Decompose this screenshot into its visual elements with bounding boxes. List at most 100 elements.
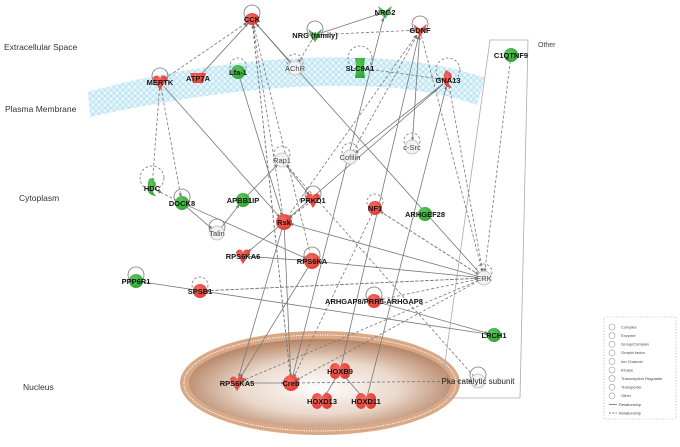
node-nrg2[interactable]: NRG2 <box>375 6 396 19</box>
edge-hoxb9-to-hoxd13 <box>324 375 338 397</box>
complex-shape-icon <box>287 60 303 76</box>
node-label: LRCH1 <box>481 331 506 340</box>
node-hoxb9[interactable]: HOXB9 <box>327 363 353 379</box>
enzyme-shape-icon <box>147 178 156 196</box>
node-label: Cofilin <box>340 153 361 162</box>
edge-hoxd11-to-gna13 <box>367 85 448 396</box>
node-label: Rsk <box>277 218 292 227</box>
node-hdc[interactable]: HDC <box>144 178 161 196</box>
node-label: PPP6R1 <box>122 277 151 286</box>
edge-hoxb9-to-gdnf <box>340 35 420 366</box>
legend-item-enzyme: Enzyme <box>608 332 636 339</box>
node-slc9a1[interactable]: SLC9A1 <box>346 58 375 78</box>
node-csrc[interactable]: c-Src <box>403 139 421 155</box>
edge-creb-to-nrg2 <box>292 17 385 378</box>
node-erk[interactable]: ERK <box>476 270 492 286</box>
edge-erk-to-nf1 <box>379 210 480 276</box>
legend-label: Relationship <box>619 410 642 415</box>
node-talin[interactable]: Talin <box>209 225 225 241</box>
node-rsk[interactable]: Rsk <box>276 214 292 230</box>
node-label: NRG (family) <box>292 31 338 40</box>
layer-label-cytoplasm: Cytoplasm <box>19 193 59 203</box>
node-rps6ka[interactable]: RPS6KA <box>297 253 328 269</box>
node-achr[interactable]: AChR <box>285 60 306 76</box>
group-shape-icon <box>304 253 320 269</box>
edge-mertk-to-rsk <box>163 86 281 218</box>
node-ppp6r1[interactable]: PPP6R1 <box>122 274 151 288</box>
growth-factor-icon <box>608 349 616 357</box>
node-arhgef28[interactable]: ARHGEF28 <box>405 207 445 221</box>
self-loop-rap1 <box>273 145 291 163</box>
node-nrg[interactable]: NRG (family) <box>292 29 338 42</box>
node-atp7a[interactable]: ATP7A <box>186 73 211 83</box>
node-mertk[interactable]: MERTK <box>147 75 174 90</box>
node-cofilin[interactable]: Cofilin <box>340 149 361 165</box>
legend-item-kinase: Kinase <box>608 366 634 374</box>
node-apbb1ip[interactable]: APBB1IP <box>227 193 260 207</box>
edge-erk-to-rps6ka <box>317 260 479 278</box>
node-rps6ka5[interactable]: RPS6KA5 <box>220 376 255 391</box>
node-gdnf[interactable]: GDNF <box>409 24 431 37</box>
node-label: ERK <box>476 274 491 283</box>
other-region: Other <box>439 39 556 399</box>
edge-apbb1ip-to-rap1 <box>246 164 279 196</box>
kinase-shape-icon <box>306 193 320 208</box>
node-prkd1[interactable]: PRKD1 <box>300 193 326 208</box>
edge-spsb1-to-erk <box>205 276 479 292</box>
legend-item-group: Group/Complex <box>608 340 649 348</box>
edge-lfa1-to-rsk <box>239 77 283 217</box>
edge-atp7a-to-cck <box>201 23 249 74</box>
group-shape-icon <box>342 149 358 165</box>
edge-mertk-to-hdc <box>151 87 160 183</box>
other-region-label: Other <box>538 42 556 49</box>
kinase-shape-icon <box>236 249 250 264</box>
node-arhgap8[interactable]: ARHGAP8/PRR5-ARHGAP8 <box>325 294 423 308</box>
node-label: GNA13 <box>435 76 460 85</box>
node-label: NRG2 <box>375 8 396 17</box>
edge-dock8-to-rps6ka <box>187 205 307 259</box>
node-label: PRKD1 <box>300 196 325 205</box>
growth-factor-shape-icon <box>308 29 322 42</box>
node-nf1[interactable]: NF1 <box>368 201 382 215</box>
edge-rsk-to-rps6ka5 <box>238 227 283 378</box>
edge-achr-to-cck <box>255 23 292 64</box>
edges-layer <box>141 13 511 397</box>
group-shape-icon <box>283 375 299 391</box>
edge-erk-to-arhgap8 <box>379 278 479 301</box>
node-spsb1[interactable]: SPSB1 <box>188 284 213 298</box>
node-cck[interactable]: CCK <box>244 13 261 25</box>
layer-label-extracellular: Extracellular Space <box>4 42 78 52</box>
edge-mertk-to-cck <box>164 22 248 79</box>
edge-nrg-to-gdnf <box>320 28 415 36</box>
node-label: AChR <box>285 64 306 73</box>
node-creb[interactable]: Creb <box>282 375 300 391</box>
other-shape-icon <box>504 48 518 62</box>
edge-nrg-to-nrg2 <box>320 13 380 34</box>
node-rap1[interactable]: Rap1 <box>273 152 291 168</box>
legend-item-solid-line: Relationship <box>609 402 642 407</box>
legend-label: Enzyme <box>621 333 636 338</box>
transporter-shape-icon <box>190 73 206 83</box>
node-rps6ka6[interactable]: RPS6KA6 <box>226 249 261 264</box>
legend-item-dashed-line: Relationship <box>609 410 642 415</box>
node-label: SPSB1 <box>188 287 213 296</box>
node-gna13[interactable]: GNA13 <box>435 70 461 88</box>
node-lrch1[interactable]: LRCH1 <box>481 328 507 342</box>
self-loop-cofilin <box>341 142 359 160</box>
edge-erk-to-rsk <box>289 223 479 277</box>
group-icon <box>608 340 616 348</box>
node-hoxd13[interactable]: HOXD13 <box>307 393 337 409</box>
edge-creb-to-pka <box>296 379 473 384</box>
edge-rsk-to-cck <box>251 24 284 217</box>
node-lfa1[interactable]: Lfa-1 <box>229 65 247 79</box>
node-c1qtnf9[interactable]: C1QTNF9 <box>494 48 528 62</box>
node-hoxd11[interactable]: HOXD11 <box>351 393 381 409</box>
node-dock8[interactable]: DOCK8 <box>169 196 195 210</box>
legend-item-ion-channel: Ion Channel <box>608 358 643 365</box>
edge-mertk-to-dock8 <box>160 87 182 198</box>
node-label: CCK <box>244 15 261 24</box>
edge-dock8-to-hdc <box>157 190 177 201</box>
node-pka[interactable]: Pka catalytic subunit <box>442 373 516 389</box>
